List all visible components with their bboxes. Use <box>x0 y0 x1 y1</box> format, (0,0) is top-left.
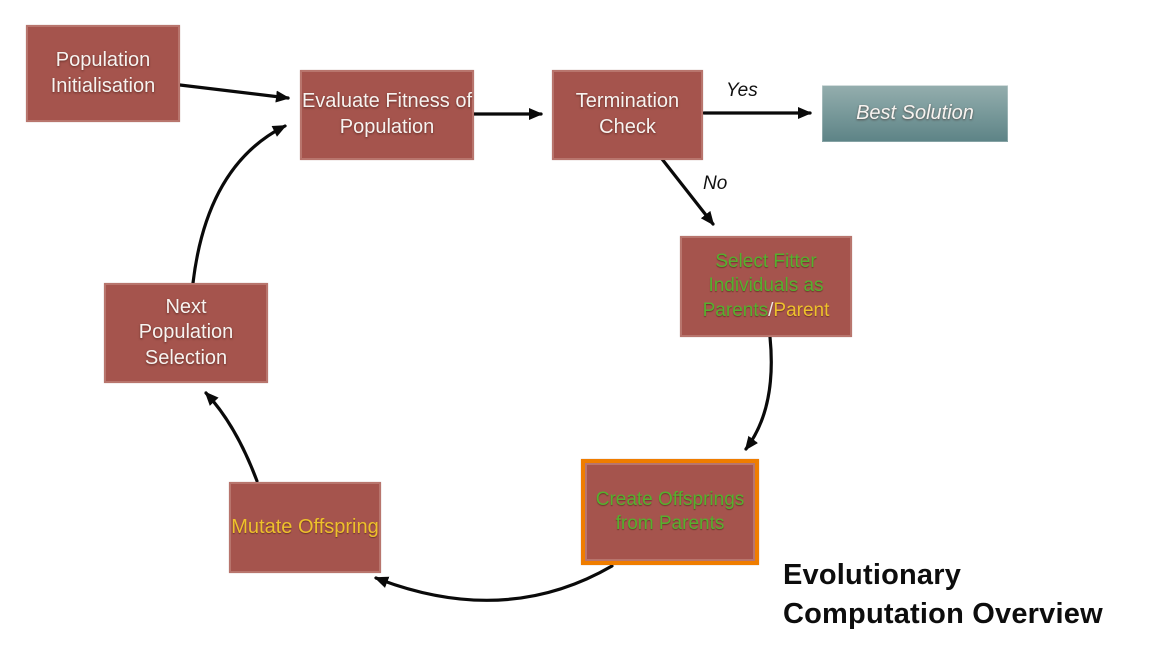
node-label: Population Initialisation <box>50 48 156 97</box>
node-label: Next Population Selection <box>138 295 234 369</box>
select-fitter-slash: / <box>768 299 774 321</box>
edge-select-to-create <box>744 335 773 451</box>
node-label: Create Offsprings from Parents <box>595 488 745 534</box>
edge-popinit-to-evaluate <box>178 83 290 103</box>
node-next-population: Next Population Selection <box>104 283 268 383</box>
node-label: Best Solution <box>856 101 974 124</box>
select-fitter-parents: Parents <box>702 299 769 321</box>
node-create-offsprings: Create Offsprings from Parents <box>581 459 759 565</box>
node-select-fitter: Select Fitter Individuals as Parents/Par… <box>680 236 852 337</box>
select-fitter-line1: Select Fitter <box>715 251 817 273</box>
node-population-initialisation: Population Initialisation <box>26 25 180 122</box>
edge-mutate-to-nextpop <box>204 391 259 483</box>
node-label: Mutate Offspring <box>231 515 379 538</box>
diagram-title-line1: Evolutionary <box>783 559 962 591</box>
node-label: Evaluate Fitness of Population <box>301 90 473 138</box>
node-mutate-offspring: Mutate Offspring <box>229 482 381 573</box>
edge-nextpop-to-evaluate <box>191 124 287 285</box>
node-termination-check: Termination Check <box>552 70 703 160</box>
diagram-title-line2: Computation Overview <box>783 598 1103 631</box>
node-best-solution: Best Solution <box>822 85 1008 142</box>
edge-label-no: No <box>703 173 728 194</box>
edge-create-to-mutate <box>374 564 614 602</box>
edge-label-yes: Yes <box>726 80 758 101</box>
node-label: Termination Check <box>575 90 680 138</box>
select-fitter-parent: Parent <box>773 299 830 321</box>
node-label: Select Fitter Individuals as Parents/Par… <box>703 250 830 323</box>
node-evaluate-fitness: Evaluate Fitness of Population <box>300 70 474 160</box>
diagram-title: Evolutionary Computation Overview <box>783 556 1103 634</box>
select-fitter-line2: Individuals as <box>708 275 824 297</box>
